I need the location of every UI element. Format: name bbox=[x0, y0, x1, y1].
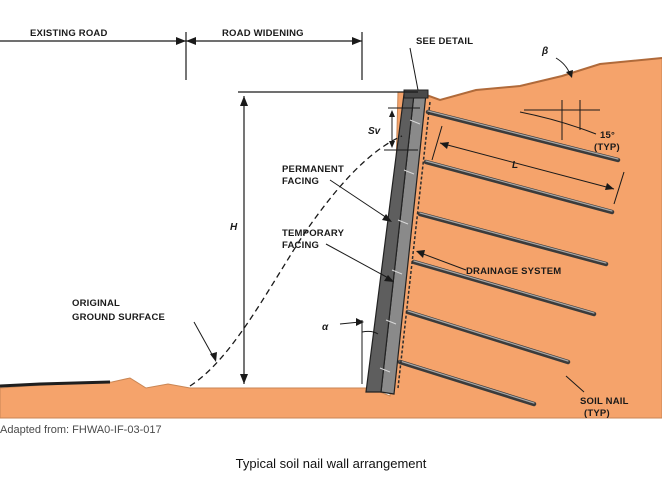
soil-nail-2 bbox=[423, 159, 615, 215]
drainage-system-label: DRAINAGE SYSTEM bbox=[466, 266, 561, 277]
height-label: H bbox=[230, 222, 238, 233]
road-widening-label: ROAD WIDENING bbox=[222, 28, 304, 39]
source-note: Adapted from: FHWA0-IF-03-017 bbox=[0, 424, 162, 436]
soil-nail-label-1: SOIL NAIL bbox=[580, 396, 629, 407]
drainage-leader bbox=[417, 251, 467, 271]
soil-nail-4 bbox=[411, 259, 597, 317]
facing-hatching bbox=[379, 119, 421, 373]
temporary-facing-label-1: TEMPORARY bbox=[282, 228, 345, 239]
soil-nail-label-2: (TYP) bbox=[584, 408, 610, 419]
original-ground-label-1: ORIGINAL bbox=[72, 298, 120, 309]
see-detail-leader bbox=[409, 47, 419, 91]
alpha-label: α bbox=[322, 322, 329, 333]
figure-caption: Typical soil nail wall arrangement bbox=[235, 456, 427, 471]
length-label: L bbox=[512, 160, 518, 171]
soil-nail-1 bbox=[425, 109, 621, 163]
soil-nail-6 bbox=[397, 359, 537, 407]
beta-label: β bbox=[541, 46, 548, 57]
original-ground-label-2: GROUND SURFACE bbox=[72, 312, 165, 323]
soil-nail-leader bbox=[565, 375, 585, 393]
road-surface bbox=[0, 380, 111, 388]
soil-nail-5 bbox=[405, 309, 571, 365]
wall-head bbox=[403, 89, 429, 99]
drainage-strips bbox=[397, 101, 431, 389]
angle-typ-label: (TYP) bbox=[594, 142, 620, 153]
original-ground-leader bbox=[193, 321, 215, 359]
temporary-facing-label-2: FACING bbox=[282, 240, 319, 251]
permanent-facing-label-2: FACING bbox=[282, 176, 319, 187]
see-detail-label: SEE DETAIL bbox=[416, 36, 473, 47]
temporary-facing-leader bbox=[325, 243, 393, 281]
sv-label: Sv bbox=[368, 126, 382, 137]
permanent-facing-label-1: PERMANENT bbox=[282, 164, 344, 175]
existing-road-label: EXISTING ROAD bbox=[30, 28, 108, 39]
soil-nails bbox=[397, 109, 621, 407]
angle-15-label: 15° bbox=[600, 130, 615, 141]
soil-nail-3 bbox=[417, 211, 609, 267]
retained-ground-edge bbox=[417, 57, 662, 102]
original-ground-surface bbox=[189, 135, 403, 387]
permanent-facing-leader bbox=[329, 179, 391, 221]
